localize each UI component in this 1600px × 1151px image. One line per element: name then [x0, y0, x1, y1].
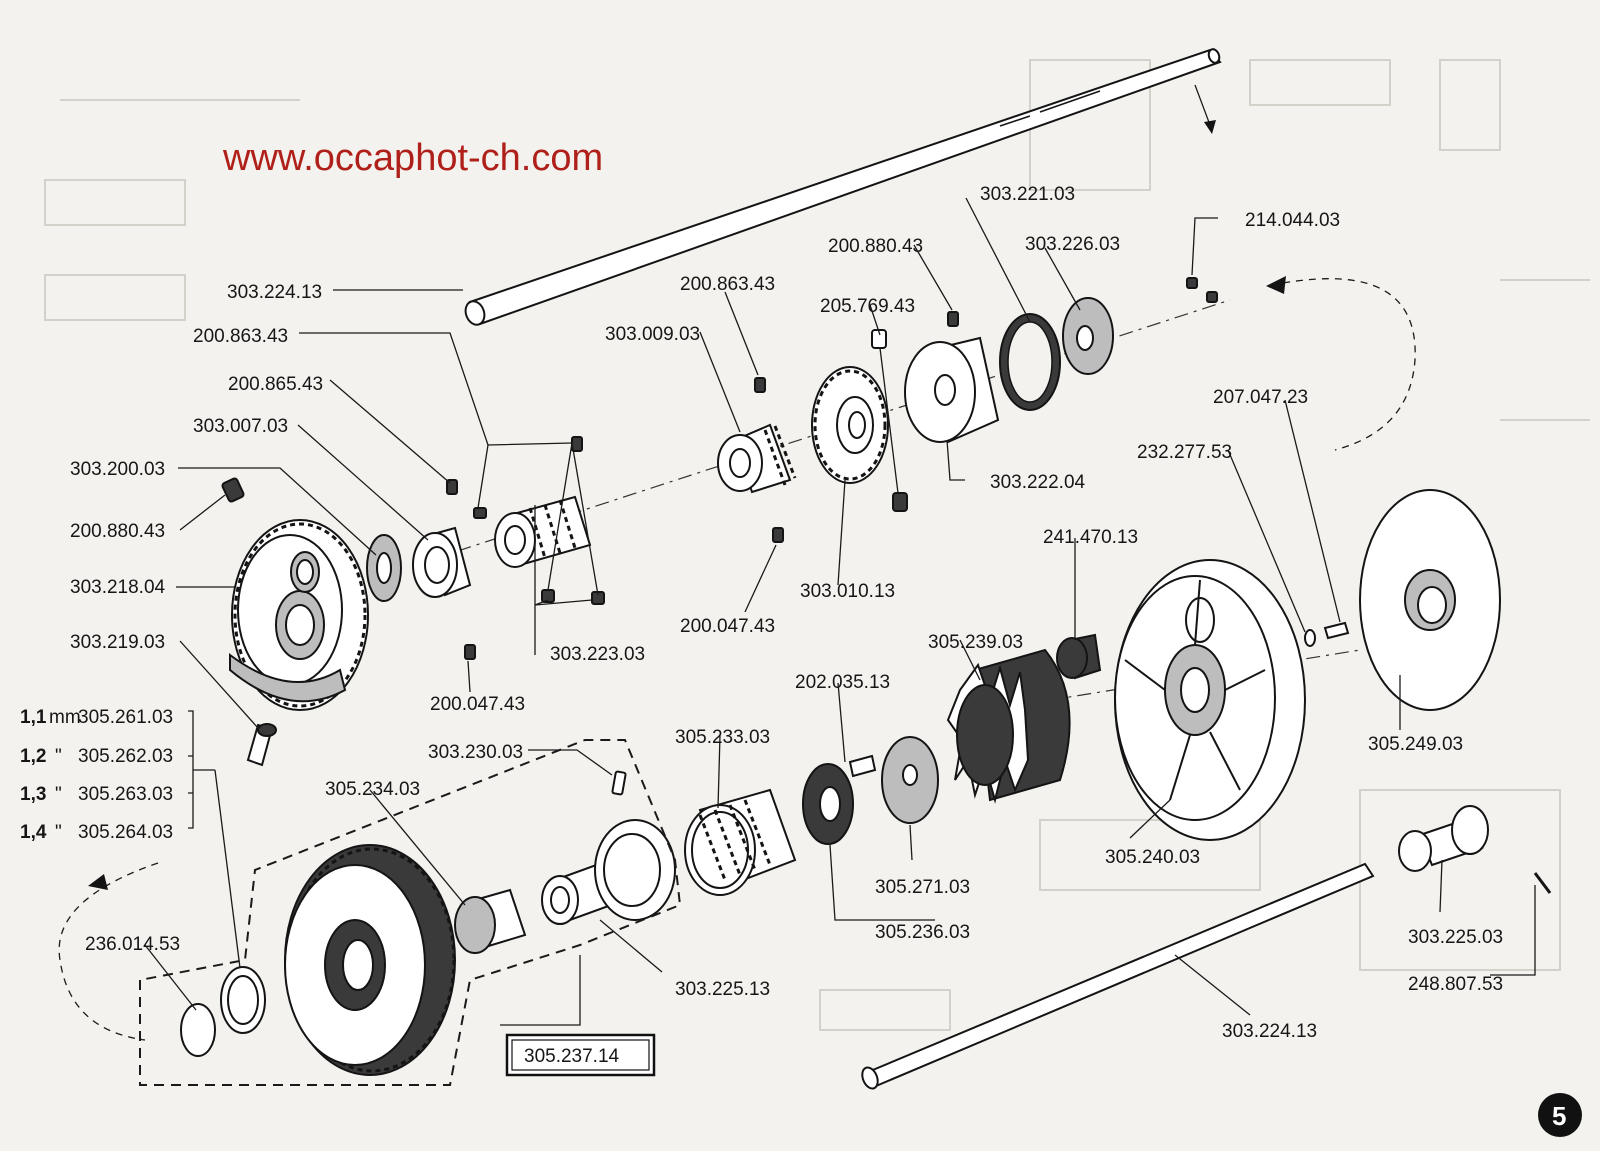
shim-unit-2: "	[55, 746, 62, 767]
rotation-arrow-left-head	[88, 874, 108, 890]
shaft-arrow-head	[1204, 120, 1216, 134]
shaft-arrow	[1194, 84, 1211, 126]
label-303-200-03: 303.200.03	[70, 459, 165, 480]
spiral-pinion-303-009-03	[717, 423, 797, 494]
label-303-219-03: 303.219.03	[70, 632, 165, 653]
bearing-241-470-13	[1056, 633, 1102, 680]
pin-202-035-13	[848, 754, 877, 778]
shaft-top	[464, 48, 1222, 326]
label-303-225-03: 303.225.03	[1408, 927, 1503, 948]
shim-size-2: 1,2	[20, 746, 46, 767]
shim-part-2: 305.262.03	[78, 746, 173, 767]
shim-part-3: 305.263.03	[78, 784, 173, 805]
label-200-047-43-a: 200.047.43	[680, 616, 775, 637]
page-number-badge: 5	[1538, 1093, 1582, 1137]
label-236-014-53: 236.014.53	[85, 934, 180, 955]
label-303-221-03: 303.221.03	[980, 184, 1075, 205]
label-305-271-03: 305.271.03	[875, 877, 970, 898]
label-305-249-03: 305.249.03	[1368, 734, 1463, 755]
label-241-470-13: 241.470.13	[1043, 527, 1138, 548]
boxed-part-305-237-14: 305.237.14	[505, 1033, 656, 1077]
gear-housing-303-218-04	[229, 519, 369, 711]
assembly-outline-305-237-14	[139, 739, 682, 1086]
worm-303-223-03	[494, 495, 592, 568]
bushing-303-225-03	[1398, 805, 1489, 872]
spring-305-233-03	[684, 788, 797, 896]
label-303-230-03: 303.230.03	[428, 742, 523, 763]
screw-207-047-23	[1323, 621, 1350, 640]
cover-305-249-03	[1359, 489, 1501, 711]
pin-303-219-03	[246, 723, 277, 767]
disc-305-271-03	[881, 736, 939, 824]
shim-part-1: 305.261.03	[78, 707, 173, 728]
label-303-009-03: 303.009.03	[605, 324, 700, 345]
rotation-arrow-right-head	[1266, 276, 1286, 294]
star-cam-305-239-03	[946, 648, 1071, 804]
small-screws-cluster	[446, 277, 1218, 660]
watermark: www.occaphot-ch.com	[222, 137, 603, 179]
label-200-865-43: 200.865.43	[228, 374, 323, 395]
washer-232-277-53	[1304, 629, 1316, 647]
sleeve-305-234-03	[454, 888, 527, 954]
label-303-222-04: 303.222.04	[990, 472, 1086, 493]
washer-303-200-03	[366, 534, 402, 602]
ring-303-221-03	[999, 313, 1061, 411]
circlip-236-014-53	[180, 1003, 216, 1057]
shim-size-table: 1,1 mm 305.261.03 1,2 " 305.262.03 1,3 "…	[20, 707, 173, 843]
label-305-239-03: 305.239.03	[928, 632, 1023, 653]
collar-303-007-03	[412, 526, 472, 598]
label-shaft-bottom: 303.224.13	[1222, 1021, 1317, 1042]
washer-thin	[220, 966, 266, 1034]
shim-unit-3: "	[55, 784, 62, 805]
set-screw-200-880-43-a	[221, 477, 245, 503]
label-303-010-13: 303.010.13	[800, 581, 895, 602]
shim-size-4: 1,4	[20, 822, 47, 843]
shim-size-1: 1,1	[20, 707, 47, 728]
label-214-044-03: 214.044.03	[1245, 210, 1340, 231]
bevel-gear-303-010-13	[811, 366, 889, 484]
label-shaft-top: 303.224.13	[227, 282, 322, 303]
shim-unit-4: "	[55, 822, 62, 843]
shaft-bottom	[861, 862, 1375, 1090]
label-200-863-43-b: 200.863.43	[680, 274, 775, 295]
label-200-047-43-b: 200.047.43	[430, 694, 525, 715]
bushing-303-225-13	[541, 819, 676, 925]
shim-part-4: 305.264.03	[78, 822, 173, 843]
hub-303-222-04	[904, 336, 1000, 444]
label-207-047-23: 207.047.23	[1213, 387, 1308, 408]
part-labels: 303.224.13 200.863.43 200.865.43 303.007…	[70, 184, 1503, 1042]
label-305-236-03: 305.236.03	[875, 922, 970, 943]
screw-205-769-43	[871, 329, 908, 512]
shim-unit-1: mm	[49, 707, 81, 728]
label-200-863-43-a: 200.863.43	[193, 326, 288, 347]
label-303-218-04: 303.218.04	[70, 577, 166, 598]
disk-303-226-03	[1062, 297, 1114, 375]
label-303-225-13: 303.225.13	[675, 979, 770, 1000]
label-305-233-03: 305.233.03	[675, 727, 770, 748]
screw-303-230-03	[611, 770, 627, 796]
label-232-277-53: 232.277.53	[1137, 442, 1232, 463]
label-248-807-53: 248.807.53	[1408, 974, 1503, 995]
pin-248-807-53	[1533, 872, 1552, 894]
label-305-234-03: 305.234.03	[325, 779, 420, 800]
label-303-007-03: 303.007.03	[193, 416, 288, 437]
shim-size-3: 1,3	[20, 784, 46, 805]
label-303-223-03: 303.223.03	[550, 644, 645, 665]
label-200-880-43-b: 200.880.43	[828, 236, 923, 257]
label-200-880-43-a: 200.880.43	[70, 521, 165, 542]
label-305-240-03: 305.240.03	[1105, 847, 1200, 868]
label-305-237-14: 305.237.14	[524, 1046, 620, 1067]
rotation-arrow-right	[1282, 278, 1416, 451]
large-gear-305-237	[284, 844, 456, 1076]
ratchet-305-236-03	[802, 763, 854, 845]
page-number: 5	[1552, 1101, 1566, 1131]
leader-lines	[144, 197, 1536, 1026]
drum-305-240-03	[1114, 559, 1306, 841]
label-205-769-43: 205.769.43	[820, 296, 915, 317]
label-202-035-13: 202.035.13	[795, 672, 890, 693]
label-303-226-03: 303.226.03	[1025, 234, 1120, 255]
